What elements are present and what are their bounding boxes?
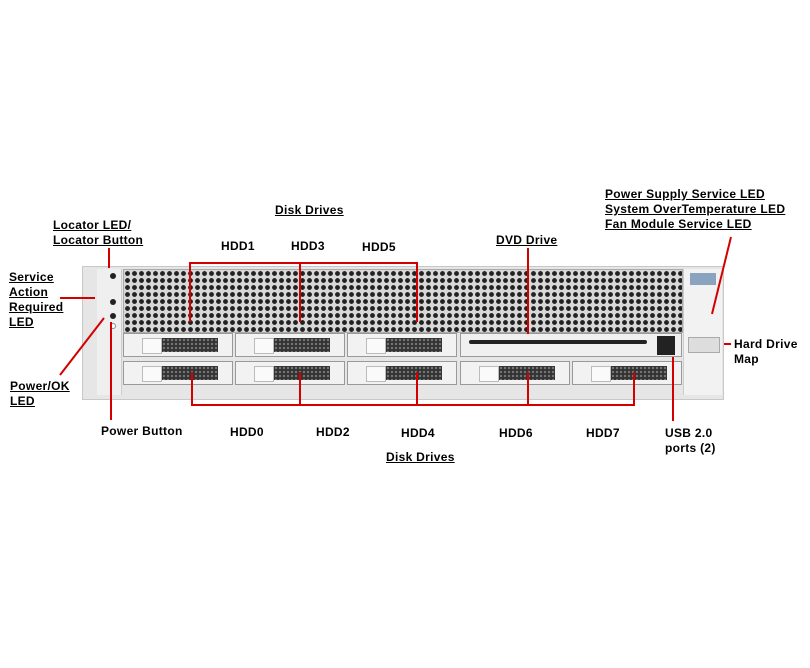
service-label-1: Service <box>9 270 54 284</box>
vent-grille <box>123 269 683 333</box>
hdd2-label: HDD2 <box>316 425 350 439</box>
dvd-drive <box>460 333 682 357</box>
service-action-led <box>110 299 116 305</box>
left-control-panel <box>97 269 122 395</box>
locator-label-2: Locator Button <box>53 233 144 247</box>
usb-label-2: ports (2) <box>665 441 716 455</box>
logo <box>690 273 716 285</box>
hd-map-label-1: Hard Drive <box>734 337 798 351</box>
hdd6-label: HDD6 <box>499 426 533 440</box>
hdd1-bay <box>123 333 233 357</box>
service-label-4: LED <box>9 315 34 329</box>
power-button-label: Power Button <box>101 424 183 438</box>
hdd2-bay <box>235 361 345 385</box>
service-label-3: Required <box>9 300 64 314</box>
hdd7-bay <box>572 361 682 385</box>
hdd3-bay <box>235 333 345 357</box>
hdd0-bay <box>123 361 233 385</box>
locator-led <box>110 273 116 279</box>
service-label-2: Action <box>9 285 49 299</box>
disk-drives-label-top: Disk Drives <box>275 203 344 217</box>
power-ok-led <box>110 313 116 319</box>
locator-label-1: Locator LED/ <box>53 218 132 232</box>
hdd0-label: HDD0 <box>230 425 264 439</box>
fan-led-label: Fan Module Service LED <box>605 217 752 231</box>
hd-map-label-2: Map <box>734 352 759 366</box>
dvd-label: DVD Drive <box>496 233 558 247</box>
hdd4-label: HDD4 <box>401 426 435 440</box>
power-ok-label-1: Power/OK <box>10 379 70 393</box>
server-chassis <box>82 266 724 400</box>
hdd4-bay <box>347 361 457 385</box>
psu-led-label: Power Supply Service LED <box>605 187 765 201</box>
hdd5-label: HDD5 <box>362 240 396 254</box>
usb-ports <box>657 336 675 355</box>
overtemp-led-label: System OverTemperature LED <box>605 202 786 216</box>
hdd7-label: HDD7 <box>586 426 620 440</box>
usb-label-1: USB 2.0 <box>665 426 713 440</box>
hdd1-label: HDD1 <box>221 239 255 253</box>
hdd5-bay <box>347 333 457 357</box>
hard-drive-map <box>688 337 720 353</box>
power-ok-label-2: LED <box>10 394 35 408</box>
disk-drives-label-bottom: Disk Drives <box>386 450 455 464</box>
right-status-panel <box>683 269 722 395</box>
hdd3-label: HDD3 <box>291 239 325 253</box>
